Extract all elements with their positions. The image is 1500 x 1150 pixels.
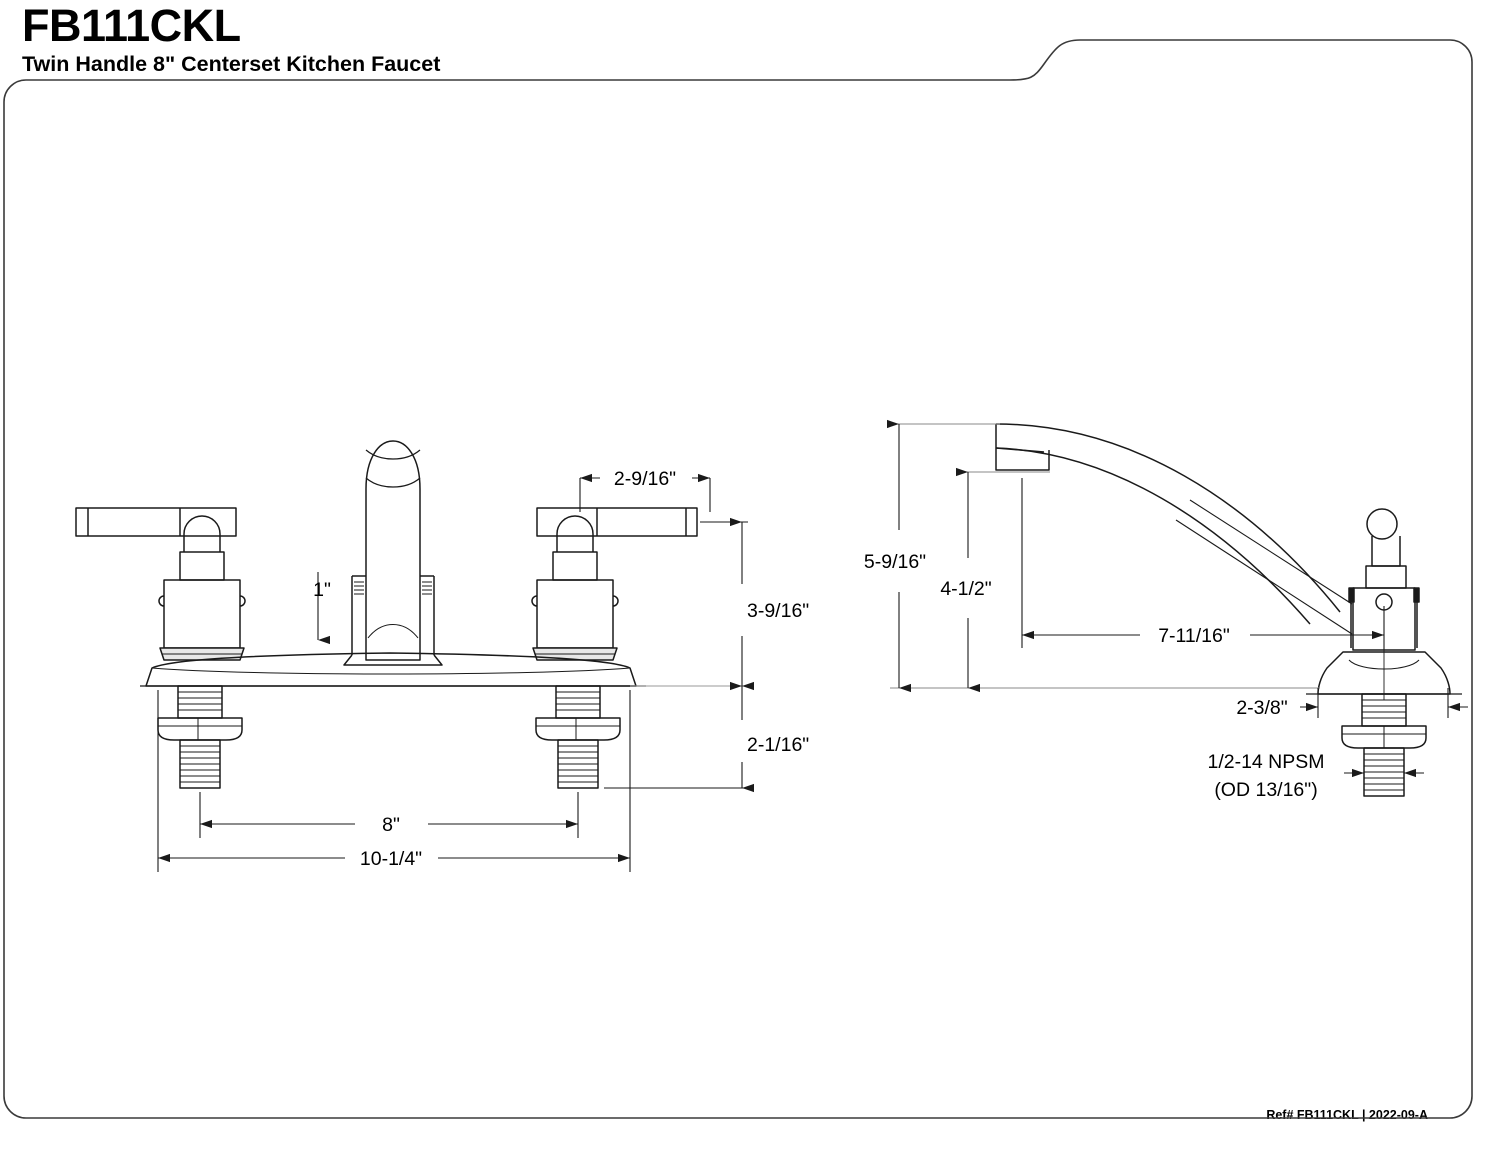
dim-label-spout-collar-height: 1" <box>313 579 331 601</box>
side-dimension-labels: 5-9/16" 4-1/2" 7-11/16" 2-3/8" 1/2-14 NP… <box>864 551 1325 801</box>
center-spout-column <box>343 440 443 666</box>
side-extension-lines <box>890 423 1320 689</box>
dim-label-thread-od: (OD 13/16") <box>1214 779 1317 801</box>
right-shank <box>535 685 621 789</box>
title-block: FB111CKL Twin Handle 8" Centerset Kitche… <box>22 2 922 77</box>
dim-center-to-center <box>199 792 579 838</box>
side-elevation-view <box>995 423 1462 797</box>
front-elevation-view <box>75 440 698 789</box>
dim-label-thread-spec: 1/2-14 NPSM <box>1207 751 1324 773</box>
left-shank <box>157 685 243 789</box>
dim-label-overall-width: 10-1/4" <box>360 848 422 870</box>
dim-label-handle-height: 3-9/16" <box>747 600 809 622</box>
dim-label-center-to-center: 8" <box>382 814 400 836</box>
front-dimension-labels: 1" 2-9/16" 3-9/16" 2-1/16" 8" 10-1/4" <box>313 468 809 870</box>
right-handle-assembly <box>531 507 698 661</box>
dim-label-spout-reach: 7-11/16" <box>1158 625 1230 647</box>
dim-label-spout-clearance: 4-1/2" <box>940 578 991 600</box>
model-code: FB111CKL <box>22 0 241 51</box>
spout-arc <box>995 423 1341 625</box>
side-shank <box>1341 693 1427 797</box>
dim-label-shank-length: 2-1/16" <box>747 734 809 756</box>
dim-handle-width <box>579 473 711 512</box>
dim-overall-width <box>157 690 631 872</box>
dim-label-handle-width: 2-9/16" <box>614 468 676 490</box>
side-handle <box>1348 508 1420 700</box>
dim-label-overall-height: 5-9/16" <box>864 551 926 573</box>
dim-spout-reach <box>1021 478 1385 650</box>
dim-label-escutcheon-offset: 2-3/8" <box>1236 697 1287 719</box>
model-description: Twin Handle 8" Centerset Kitchen Faucet <box>22 52 441 76</box>
side-leader-lines <box>1175 499 1353 635</box>
left-handle-assembly <box>75 507 246 661</box>
side-view-dimensions <box>887 419 1468 778</box>
dim-escutcheon-offset <box>1300 688 1468 718</box>
dim-extension-lines <box>604 521 752 789</box>
front-view-dimensions <box>157 473 754 872</box>
sheet-border <box>3 39 1473 1119</box>
